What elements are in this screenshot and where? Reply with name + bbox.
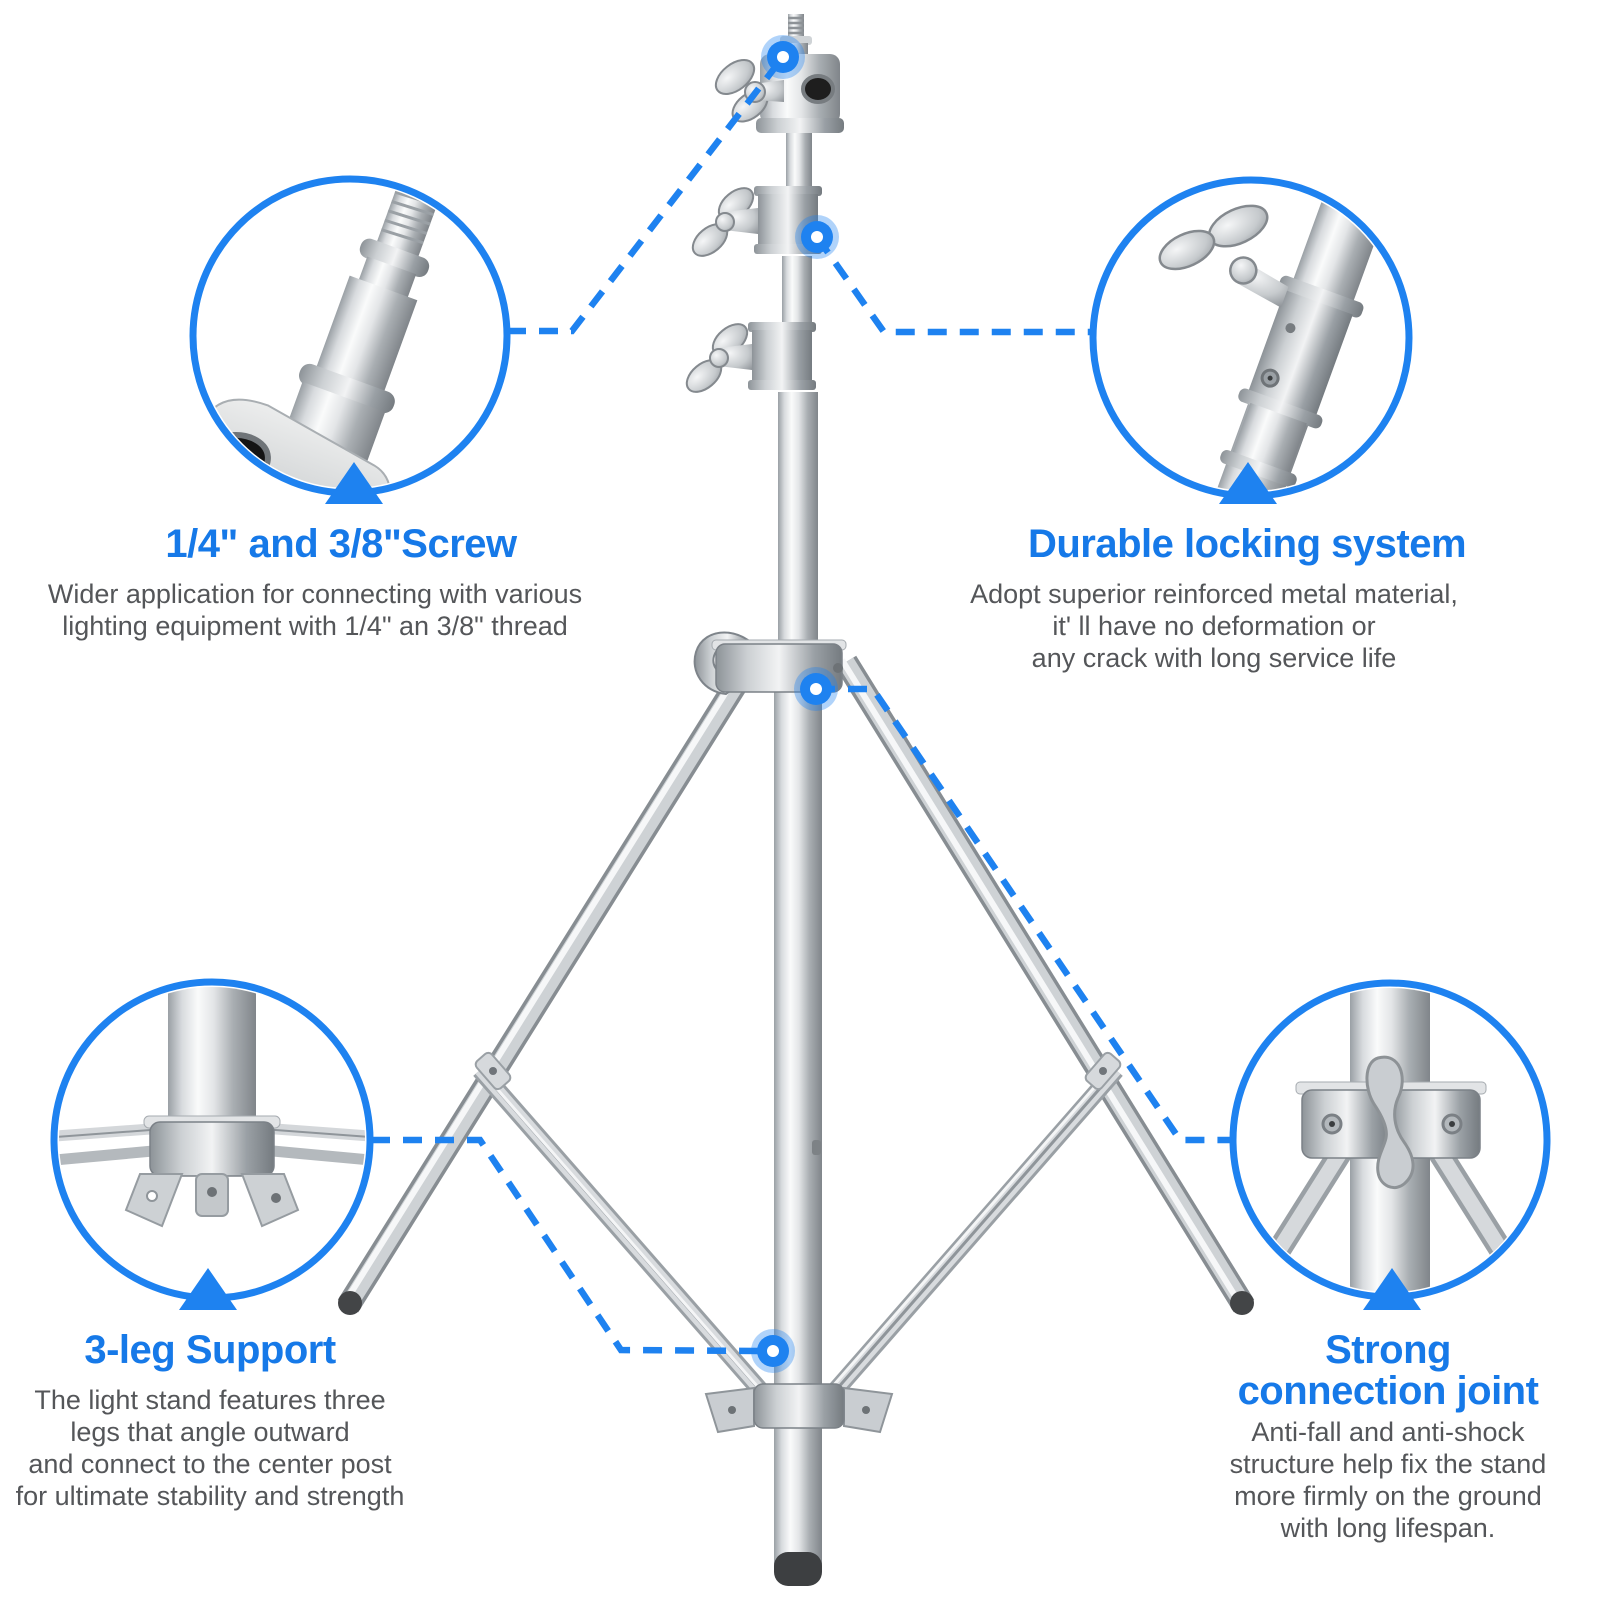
right-foot-cap <box>1230 1291 1254 1315</box>
marker-dot-locking <box>795 215 839 259</box>
callout-legs-body-line: The light stand features three <box>34 1385 386 1415</box>
locking-wing-knob <box>1158 204 1289 308</box>
callout-locking-heading: Durable locking system <box>1027 522 1467 566</box>
callout-circle-locking <box>1089 176 1413 500</box>
callout-legs-heading: 3-leg Support <box>84 1328 336 1372</box>
upper-wing-knob <box>691 187 758 257</box>
callout-legs-body-line: and connect to the center post <box>28 1449 392 1479</box>
callout-joint-body: Anti-fall and anti-shock structure help … <box>1088 1416 1600 1544</box>
pointer-up-icon <box>325 462 383 504</box>
leader-line-screw <box>507 55 786 335</box>
leader-line-joint <box>816 685 1232 1144</box>
leader-line-legs <box>371 1136 761 1355</box>
callout-legs-body-line: legs that angle outward <box>70 1417 350 1447</box>
left-leg <box>337 655 761 1315</box>
callout-joint-body-line: more firmly on the ground <box>1234 1481 1542 1511</box>
leader-line-locking <box>814 235 1092 336</box>
callout-circle-joint <box>1229 979 1551 1301</box>
pointer-up-icon <box>179 1268 237 1310</box>
callout-joint-heading: Strong connection joint <box>1088 1330 1600 1412</box>
right-leg <box>835 655 1255 1315</box>
callout-joint-body-line: structure help fix the stand <box>1229 1449 1547 1479</box>
callout-circle-legs <box>50 978 374 1302</box>
right-brace <box>829 1051 1123 1396</box>
stand-top-head <box>714 14 844 133</box>
head-socket-hole <box>801 74 835 104</box>
bottom-collar <box>704 1383 894 1434</box>
pointer-up-icon <box>1219 462 1277 504</box>
left-brace <box>473 1051 767 1396</box>
callout-screw-body: Wider application for connecting with va… <box>15 578 615 642</box>
connection-joint-closeup <box>1239 988 1541 1292</box>
marker-dot-screw <box>761 35 805 79</box>
callout-legs-body: The light stand features three legs that… <box>0 1384 510 1512</box>
callout-locking-body-line: any crack with long service life <box>1031 643 1397 673</box>
light-stand <box>337 14 1255 1586</box>
left-foot-cap <box>338 1291 362 1315</box>
pointer-up-icon <box>1363 1268 1421 1310</box>
callout-screw-body-line: lighting equipment with 1/4" an 3/8" thr… <box>62 611 568 641</box>
callout-legs-body-line: for ultimate stability and strength <box>15 1481 405 1511</box>
callout-joint-heading-line1: Strong <box>1325 1328 1451 1372</box>
callout-locking-body: Adopt superior reinforced metal material… <box>914 578 1514 674</box>
callout-screw-heading: 1/4" and 3/8"Screw <box>165 522 517 566</box>
leg-hub-closeup <box>59 987 365 1228</box>
locking-collar-closeup <box>1158 185 1404 491</box>
callout-circle-screw <box>189 175 511 497</box>
marker-dots <box>751 35 839 1373</box>
callout-joint-heading-line2: connection joint <box>1237 1369 1539 1413</box>
pole-screw <box>812 1140 821 1155</box>
marker-dot-legs <box>751 1329 795 1373</box>
callout-screw-body-line: Wider application for connecting with va… <box>47 579 583 609</box>
callout-locking-body-line: it' ll have no deformation or <box>1052 611 1376 641</box>
lower-wing-knob <box>685 323 752 393</box>
callout-locking-body-line: Adopt superior reinforced metal material… <box>970 579 1458 609</box>
leader-lines <box>371 55 1232 1355</box>
pole-foot-cap <box>774 1552 822 1586</box>
pointer-triangles <box>179 462 1421 1310</box>
callout-joint-body-line: Anti-fall and anti-shock <box>1251 1417 1525 1447</box>
callout-joint-body-line: with long lifespan. <box>1280 1513 1496 1543</box>
marker-dot-joint <box>794 667 838 711</box>
joint-lever <box>1365 1055 1415 1189</box>
lower-locking-collar <box>685 322 816 393</box>
